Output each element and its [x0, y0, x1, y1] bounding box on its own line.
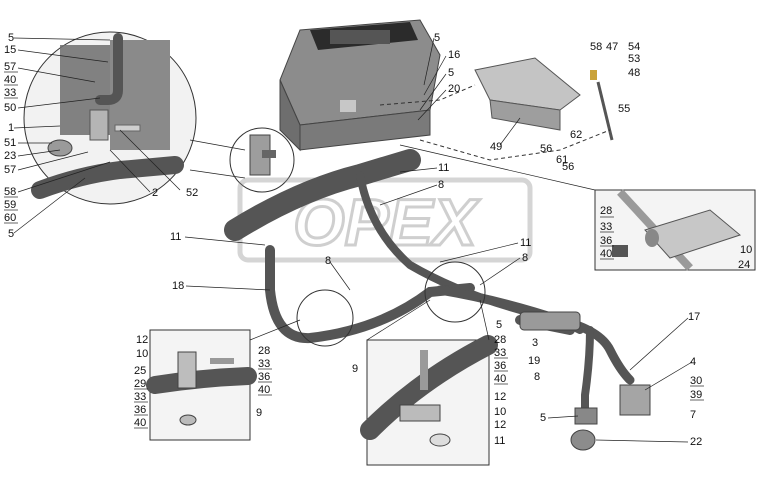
- callout-48: 48: [628, 67, 640, 79]
- callout-2: 2: [152, 187, 158, 199]
- callout-60: 60: [4, 212, 16, 224]
- callout-56-a: 56: [540, 143, 552, 155]
- callout-40-c: 40: [134, 417, 146, 429]
- callout-40-d: 40: [258, 384, 270, 396]
- callout-58-b: 58: [590, 41, 602, 53]
- callout-25: 25: [134, 365, 146, 377]
- callout-54: 54: [628, 41, 640, 53]
- callout-19: 19: [528, 355, 540, 367]
- cover-panel: [379, 57, 614, 161]
- callout-8-a: 8: [438, 179, 444, 191]
- callout-40-a: 40: [4, 74, 16, 86]
- detail-circle-top-left: [23, 31, 197, 205]
- callout-11-b: 11: [170, 231, 181, 243]
- callout-39: 39: [690, 389, 702, 401]
- callout-50: 50: [4, 102, 16, 114]
- callout-53: 53: [628, 53, 640, 65]
- duct-assembly: [224, 149, 635, 419]
- callout-40-e: 40: [494, 373, 506, 385]
- callout-29: 29: [134, 378, 146, 390]
- callout-33-e: 33: [494, 347, 506, 359]
- callout-5-d: 5: [448, 67, 454, 79]
- detail-inset-bottom-center: [360, 335, 498, 466]
- callout-59: 59: [4, 199, 16, 211]
- callout-7: 7: [690, 409, 696, 421]
- callout-10-c: 10: [494, 406, 506, 418]
- callout-5-f: 5: [540, 412, 546, 424]
- callout-1: 1: [8, 122, 14, 134]
- callout-58-a: 58: [4, 186, 16, 198]
- callout-56-b: 56: [562, 161, 574, 173]
- callout-11-d: 11: [494, 435, 505, 447]
- callout-62: 62: [570, 129, 582, 141]
- callout-12-b: 12: [494, 391, 506, 403]
- callout-labels: 5 15 57 40 33 50 1 51 23 57 58 59 60 5 2…: [4, 32, 752, 448]
- callout-33-c: 33: [134, 391, 146, 403]
- callout-3: 3: [532, 337, 538, 349]
- callout-17: 17: [688, 311, 700, 323]
- callout-51: 51: [4, 137, 16, 149]
- callout-36-d: 36: [494, 360, 506, 372]
- detail-circle-clamp-right: [424, 261, 486, 323]
- callout-5-e: 5: [496, 319, 502, 331]
- callout-33-d: 33: [258, 358, 270, 370]
- callout-20: 20: [448, 83, 460, 95]
- callout-47: 47: [606, 41, 618, 53]
- callout-57-b: 57: [4, 164, 16, 176]
- callout-10-b: 10: [136, 348, 148, 360]
- callout-49: 49: [490, 141, 502, 153]
- callout-8-d: 8: [534, 371, 540, 383]
- callout-12-a: 12: [136, 334, 148, 346]
- callout-22: 22: [690, 436, 702, 448]
- callout-36-c: 36: [258, 371, 270, 383]
- callout-18: 18: [172, 280, 184, 292]
- callout-11-a: 11: [438, 162, 449, 174]
- detail-circle-heater: [229, 127, 295, 193]
- callout-5-a: 5: [8, 32, 14, 44]
- callout-23: 23: [4, 150, 16, 162]
- callout-9-a: 9: [256, 407, 262, 419]
- heater-unit: [279, 19, 441, 152]
- callout-12-c: 12: [494, 419, 506, 431]
- callout-9-b: 9: [352, 363, 358, 375]
- callout-30: 30: [690, 375, 702, 387]
- callout-33-a: 33: [4, 87, 16, 99]
- callout-28-a: 28: [600, 205, 612, 217]
- callout-61: 61: [556, 154, 568, 166]
- callout-55: 55: [618, 103, 630, 115]
- callout-24: 24: [738, 259, 750, 271]
- callout-40-b: 40: [600, 248, 612, 260]
- callout-10-a: 10: [740, 244, 752, 256]
- callout-8-b: 8: [325, 255, 331, 267]
- callout-52: 52: [186, 187, 198, 199]
- callout-15: 15: [4, 44, 16, 56]
- detail-circle-clamp-left: [296, 289, 354, 347]
- callout-4: 4: [690, 356, 696, 368]
- callout-36-a: 36: [600, 235, 612, 247]
- callout-36-b: 36: [134, 404, 146, 416]
- callout-8-c: 8: [522, 252, 528, 264]
- callout-57-a: 57: [4, 61, 16, 73]
- callout-28-b: 28: [258, 345, 270, 357]
- callout-5-c: 5: [434, 32, 440, 44]
- callout-16: 16: [448, 49, 460, 61]
- callout-28-c: 28: [494, 334, 506, 346]
- callout-5-b: 5: [8, 228, 14, 240]
- callout-33-b: 33: [600, 221, 612, 233]
- callout-11-c: 11: [520, 237, 531, 249]
- detail-inset-bottom-left: [146, 329, 257, 441]
- detail-inset-right: [594, 189, 756, 271]
